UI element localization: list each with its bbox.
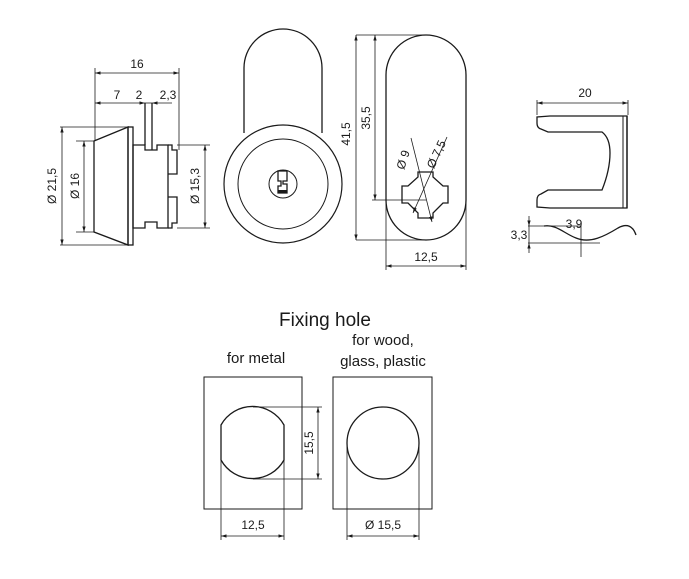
fixing-metal: for metal 15,5 12,5 — [203, 350, 322, 540]
fixing-hole-title: Fixing hole — [279, 310, 371, 331]
metal-hole — [220, 405, 285, 480]
wood-label-line1: for wood, — [352, 332, 414, 349]
dim-width: 12,5 — [414, 250, 438, 264]
dim-seg-b: 2 — [136, 88, 143, 102]
wood-dim-diameter: Ø 15,5 — [365, 518, 401, 532]
inner-ring — [237, 138, 329, 230]
lock-body — [132, 144, 169, 229]
clip-view: 20 3,3 3,9 — [511, 86, 637, 257]
cam-view: 41,5 35,5 12,5 Ø 9 Ø 7,5 — [339, 34, 467, 270]
flange-rim — [127, 126, 134, 246]
cam-square-hole — [401, 171, 449, 219]
side-view: 16 7 2 2,3 Ø 21,5 Ø 16 Ø 15,3 — [45, 57, 210, 246]
dim-height-total: 41,5 — [339, 122, 353, 146]
wood-plate — [332, 376, 433, 510]
dim-clip-height-b: 3,9 — [566, 217, 583, 231]
dim-height-center: 35,5 — [359, 106, 373, 130]
body-notch-bottom — [168, 196, 178, 229]
keyhole-circle — [268, 169, 298, 199]
clip-outline — [536, 115, 628, 209]
wood-hole — [346, 406, 420, 480]
metal-dim-width: 12,5 — [241, 518, 265, 532]
slot-lines — [144, 103, 153, 150]
body-notch-top — [168, 144, 178, 175]
front-view — [223, 28, 343, 244]
dim-seg-c: 2,3 — [160, 88, 177, 102]
flange-cone — [93, 126, 129, 246]
dim-overall-length: 16 — [130, 57, 144, 71]
cam-behind — [243, 28, 323, 133]
fixing-wood: for wood, glass, plastic Ø 15,5 — [332, 332, 433, 540]
cam-outline — [385, 34, 467, 241]
dim-seg-a: 7 — [114, 88, 121, 102]
key-slot-icon — [277, 170, 288, 194]
metal-dim-height: 15,5 — [302, 431, 316, 455]
dim-diam-body: Ø 15,3 — [188, 168, 202, 204]
dim-diam-outer: Ø 9 — [394, 148, 413, 171]
dim-clip-height-a: 3,3 — [511, 228, 528, 242]
metal-label: for metal — [227, 350, 285, 367]
dim-diam-inner: Ø 7,5 — [424, 138, 449, 171]
spring-profile — [543, 224, 637, 241]
dim-diam-face: Ø 16 — [68, 173, 82, 199]
dim-diam-flange: Ø 21,5 — [45, 168, 59, 204]
dim-clip-width: 20 — [578, 86, 592, 100]
wood-label-line2: glass, plastic — [340, 353, 426, 370]
metal-plate — [203, 376, 303, 510]
